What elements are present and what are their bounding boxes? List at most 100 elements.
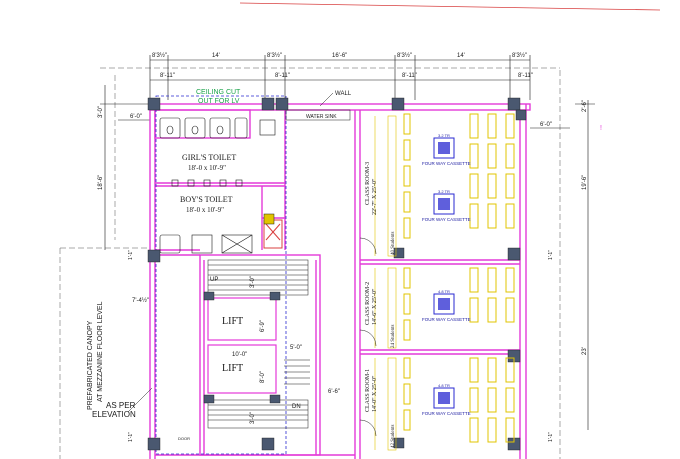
boys-toilet-size: 18'-0 x 10'-9" xyxy=(186,206,224,214)
cassette-icon-3 xyxy=(438,298,450,310)
bench-0-2-2 xyxy=(505,173,515,199)
stair-dim-2: 3'-0" xyxy=(250,412,256,424)
dim-right-3: 19'-6" xyxy=(582,175,588,190)
bench-2-0-2 xyxy=(505,357,515,383)
cassette-icon-4 xyxy=(438,392,450,404)
dim-right-1: 2'-6" xyxy=(582,100,588,112)
ceiling-cut-outline xyxy=(155,95,287,455)
door-label: DOOR xyxy=(178,436,190,441)
bench-2-1-0 xyxy=(469,387,479,413)
bench-1-1-2 xyxy=(505,297,515,323)
lift-depth-dim: 6'-9" xyxy=(260,320,266,332)
bench-0-2-1 xyxy=(487,173,497,199)
dim-small-4: 1'-1" xyxy=(548,432,554,442)
cassette-tonnage-4: 4.8 TR xyxy=(438,383,450,388)
cassette-label-2: FOUR WAY CASSETTE xyxy=(422,217,471,222)
lift-1-box xyxy=(207,297,277,341)
bench-2-0-0 xyxy=(469,357,479,383)
bench-0-0-1 xyxy=(487,113,497,139)
bench-2-0-1 xyxy=(487,357,497,383)
canopy-label-2: AT MEZZANINE FLOOR LEVEL xyxy=(97,301,104,402)
stair-dim-1: 3'-0" xyxy=(250,276,256,288)
stair-up-label: UP xyxy=(210,277,218,283)
ceiling-cut-label-1: CEILING CUT xyxy=(196,89,241,96)
bench-0-0-2 xyxy=(505,113,515,139)
bench-1-1-1 xyxy=(487,297,497,323)
dim-top-6: 14' xyxy=(457,53,465,59)
dim-top2-4: 8'-11" xyxy=(518,73,533,79)
bench-2-2-2 xyxy=(505,417,515,443)
dim-top2-1: 8'-11" xyxy=(160,73,175,79)
dim-right-4: 23' xyxy=(582,347,588,355)
cassette-tonnage-2: 3.2 TR xyxy=(438,189,450,194)
dim-top-1: 8'3½" xyxy=(152,52,167,59)
cassette-icon-1 xyxy=(438,142,450,154)
girls-toilet-label: GIRL'S TOILET xyxy=(182,153,236,162)
cassette-label-4: FOUR WAY CASSETTE xyxy=(422,411,471,416)
canopy-label-1: PREFABRICATED CANOPY xyxy=(87,320,94,410)
front-bench-0-0 xyxy=(403,113,411,135)
bench-0-3-1 xyxy=(487,203,497,229)
dim-right-2: 6'-0" xyxy=(540,122,552,128)
dim-left-3: 18'-6" xyxy=(98,175,104,190)
lift-width-dim: 10'-0" xyxy=(232,352,247,358)
dim-top2-3: 8'-11" xyxy=(402,73,417,79)
cassette-label-1: FOUR WAY CASSETTE xyxy=(422,161,471,166)
lift-2-label: LIFT xyxy=(222,363,243,374)
cassette-outer-2 xyxy=(433,193,455,215)
bench-0-2-0 xyxy=(469,173,479,199)
water-sink xyxy=(285,109,351,121)
cassette-tonnage-1: 3.2 TR xyxy=(438,133,450,138)
bench-2-1-1 xyxy=(487,387,497,413)
stair-down-label: DN xyxy=(292,404,301,410)
classroom-2-size: 14'-6" X 25'-0" xyxy=(372,288,378,325)
lift-depth2-dim: 8'-0" xyxy=(260,371,266,383)
dim-top-7: 8'3½" xyxy=(512,52,527,59)
students-3: 40 Students xyxy=(391,231,396,255)
students-2: 24 Students xyxy=(391,324,396,348)
bench-0-1-2 xyxy=(505,143,515,169)
classroom-2-label: CLASS ROOM-2 xyxy=(365,282,371,325)
bench-1-0-1 xyxy=(487,267,497,293)
cassette-unit-4: 4.8 TR FOUR WAY CASSETTE xyxy=(422,383,471,416)
bench-0-3-2 xyxy=(505,203,515,229)
dim-top-2: 14' xyxy=(212,53,220,59)
as-per-label: AS PER xyxy=(106,401,136,410)
dim-top2-2: 8'-11" xyxy=(275,73,290,79)
front-bench-1-0 xyxy=(403,267,411,289)
cassette-label-3: FOUR WAY CASSETTE xyxy=(422,317,471,322)
bench-0-1-0 xyxy=(469,143,479,169)
girls-toilet-size: 18'-0 x 10'-9" xyxy=(188,164,226,172)
bench-0-3-0 xyxy=(469,203,479,229)
wall-label: WALL xyxy=(335,91,352,97)
classroom-3-size: 22'-7" X 25'-0" xyxy=(372,178,378,215)
students-1: 42 Students xyxy=(391,424,396,448)
dim-small-3: 1'-1" xyxy=(548,250,554,260)
lift-gap-dim: 5'-0" xyxy=(290,345,302,351)
boys-toilet-label: BOY'S TOILET xyxy=(180,195,233,204)
front-bench-0-3 xyxy=(403,191,411,213)
dim-top-3: 8'3½" xyxy=(267,52,282,59)
water-sink-label: WATER SINK xyxy=(306,114,337,120)
cassette-outer-4 xyxy=(433,387,455,409)
classroom-1-size: 14'-0" X 25'-0" xyxy=(372,375,378,412)
dim-small-2: 1'-1" xyxy=(128,432,134,442)
bench-1-1-0 xyxy=(469,297,479,323)
front-bench-2-1 xyxy=(403,383,411,405)
dim-left-2: 6'-0" xyxy=(130,114,142,120)
cassette-outer-1 xyxy=(433,137,455,159)
dim-left-4: 7'-4½" xyxy=(132,297,149,304)
lift-2-box xyxy=(207,344,277,394)
elevation-label: ELEVATION xyxy=(92,410,136,419)
bench-0-0-0 xyxy=(469,113,479,139)
cassette-unit-1: 3.2 TR FOUR WAY CASSETTE xyxy=(422,133,471,166)
front-bench-2-0 xyxy=(403,357,411,379)
cassette-outer-3 xyxy=(433,293,455,315)
bench-2-2-0 xyxy=(469,417,479,443)
bench-1-0-0 xyxy=(469,267,479,293)
side-dim: 6'-6" xyxy=(328,389,340,395)
front-bench-1-2 xyxy=(403,319,411,341)
